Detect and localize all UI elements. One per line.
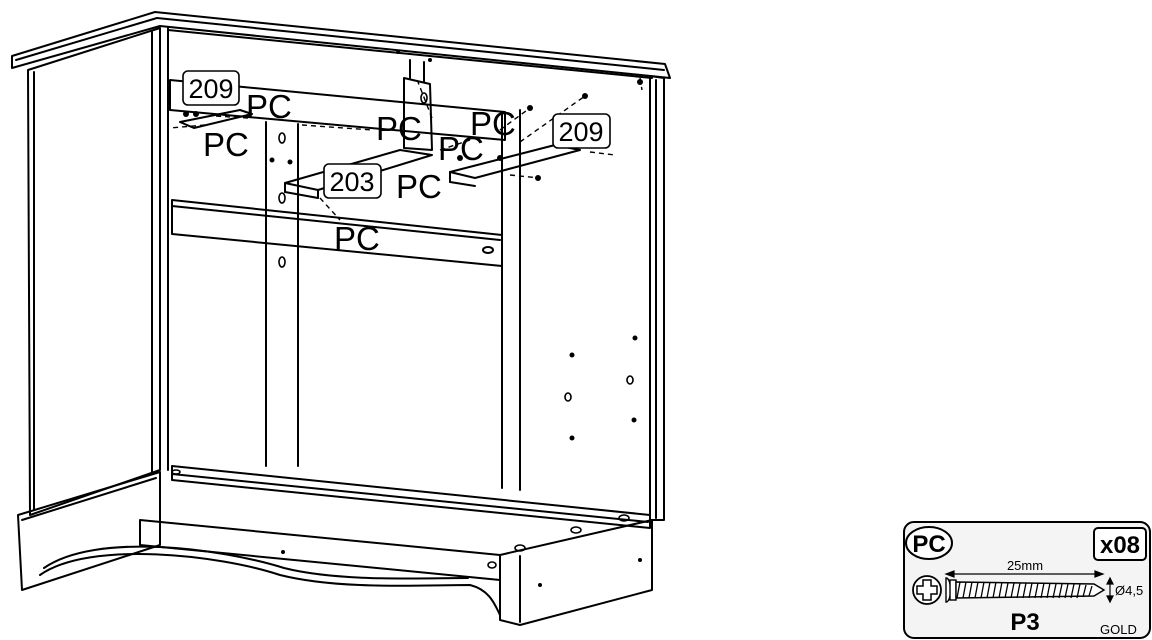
screw-quantity: x08 [1100,532,1140,559]
pc-label-center-b: PC [438,130,484,167]
pc-label-top-right: PC [470,105,516,142]
screw-length: 25mm [1007,558,1043,573]
part-209-left-box [182,70,240,106]
screw-finish: GOLD [1100,622,1137,637]
pilot-holes [269,157,642,587]
plinth-front [17,471,161,591]
rail-209-right [449,144,581,179]
pc-label-under-203: PC [396,168,442,205]
rail-203 [284,149,433,191]
cabinet-frame [11,11,671,626]
upper-back-rail [169,79,506,141]
bottom-shelf [171,465,651,529]
center-bracket [403,77,433,151]
quantity-box [1093,527,1147,561]
phillips-head-icon [912,575,942,605]
part-209-right-box [552,113,611,149]
plinth-apron [39,553,501,616]
rail-209-left [179,109,253,129]
pc-label-mid-left: PC [203,126,249,163]
pc-label-rail: PC [334,220,380,257]
part-209-right-label: 209 [558,117,603,147]
right-side-panel [649,75,665,521]
part-203-label: 203 [329,167,374,197]
pc-label-center-a: PC [376,110,422,147]
top-panel [11,11,671,79]
screw-diameter: Ø4,5 [1115,583,1143,598]
screw-spec-card: PC x08 25mm Ø4,5 [903,521,1151,639]
part-209-left-label: 209 [188,74,233,104]
middle-rail [171,199,503,267]
screw-code-badge [905,526,953,560]
part-203-box [323,163,382,199]
screw-code-labels: PC PC PC PC PC PC PC [203,88,516,257]
screw-code: PC [912,531,945,558]
part-labels: 209 209 203 [182,70,611,199]
pc-label-top-left: PC [246,88,292,125]
plinth-right [499,519,653,626]
screw-part-number: P3 [1010,609,1039,636]
left-side-panel [27,27,161,516]
wood-screw-icon [945,577,1106,603]
